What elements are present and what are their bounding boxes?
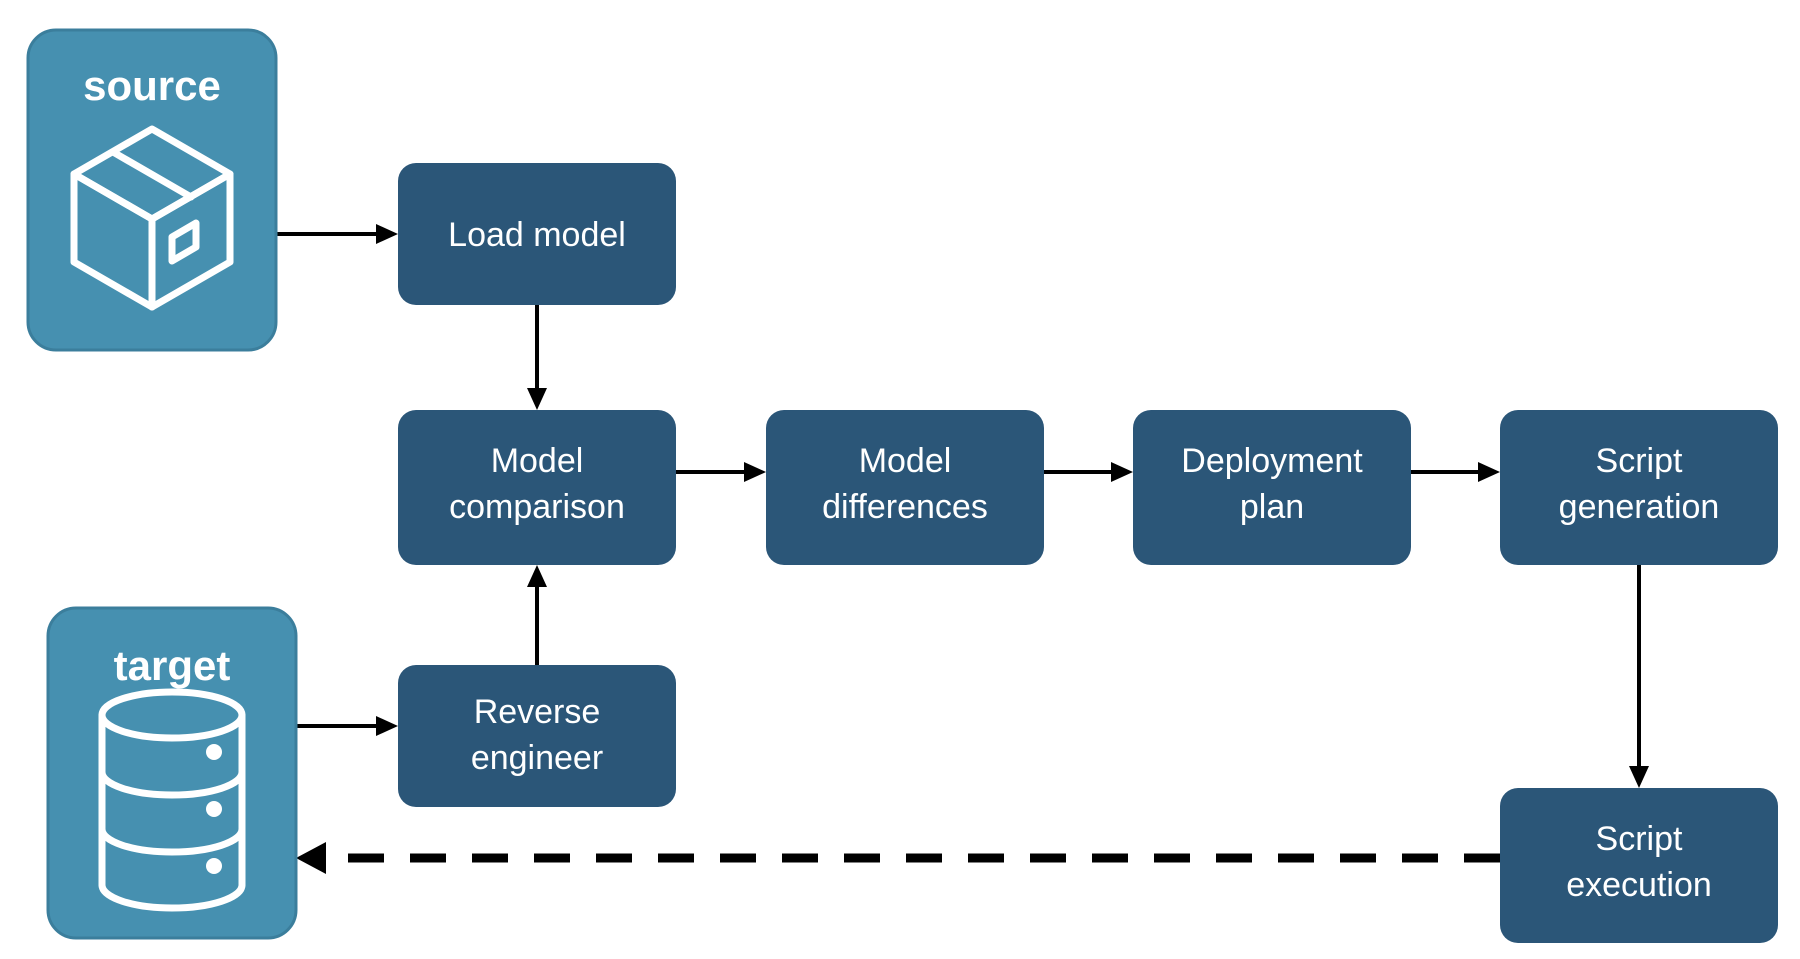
node-model-comparison[interactable]: Model comparison bbox=[398, 410, 676, 565]
connector-target-to-reverse-engineer bbox=[296, 716, 398, 736]
reverse-engineer-label-line1: Reverse bbox=[474, 693, 601, 731]
deployment-plan-label-line1: Deployment bbox=[1181, 442, 1363, 480]
model-differences-background bbox=[766, 410, 1044, 565]
deployment-plan-label-line2: plan bbox=[1240, 488, 1304, 526]
target-card-background bbox=[46, 606, 298, 940]
node-script-execution[interactable]: Script execution bbox=[1500, 788, 1778, 943]
script-execution-label-line1: Script bbox=[1596, 820, 1683, 858]
connector-deployment-plan-to-script-generation bbox=[1411, 462, 1500, 482]
load-model-label-line1: Load model bbox=[448, 216, 626, 254]
load-model-background bbox=[398, 163, 676, 305]
model-comparison-label-line1: Model bbox=[491, 442, 584, 480]
node-reverse-engineer[interactable]: Reverse engineer bbox=[398, 665, 676, 807]
connector-model-differences-to-deployment-plan bbox=[1044, 462, 1133, 482]
script-generation-background bbox=[1500, 410, 1778, 565]
model-differences-label-line1: Model bbox=[859, 442, 952, 480]
node-load-model[interactable]: Load model bbox=[398, 163, 676, 305]
target-label: target bbox=[114, 642, 231, 689]
database-cylinder-icon bbox=[98, 688, 246, 912]
source-label: source bbox=[83, 62, 221, 109]
connector-model-comparison-to-model-differences bbox=[676, 462, 766, 482]
database-dot-1 bbox=[206, 744, 222, 760]
connector-layer bbox=[276, 224, 1649, 874]
deployment-plan-background bbox=[1133, 410, 1411, 565]
reverse-engineer-background bbox=[398, 665, 676, 807]
node-target[interactable]: target bbox=[46, 606, 298, 940]
connector-reverse-engineer-to-model-comparison bbox=[527, 565, 547, 665]
connector-script-generation-to-script-execution bbox=[1629, 565, 1649, 788]
package-box-icon bbox=[70, 125, 234, 311]
model-differences-label-line2: differences bbox=[822, 488, 988, 526]
node-source[interactable]: source bbox=[26, 28, 278, 352]
node-model-differences[interactable]: Model differences bbox=[766, 410, 1044, 565]
database-dot-3 bbox=[206, 858, 222, 874]
node-deployment-plan[interactable]: Deployment plan bbox=[1133, 410, 1411, 565]
connector-source-to-load-model bbox=[276, 224, 398, 244]
connector-load-model-to-model-comparison bbox=[527, 305, 547, 410]
script-generation-label-line2: generation bbox=[1559, 488, 1720, 526]
script-generation-label-line1: Script bbox=[1596, 442, 1683, 480]
model-comparison-background bbox=[398, 410, 676, 565]
script-execution-label-line2: execution bbox=[1566, 866, 1712, 904]
connector-script-execution-to-target bbox=[296, 842, 1500, 874]
node-script-generation[interactable]: Script generation bbox=[1500, 410, 1778, 565]
database-dot-2 bbox=[206, 801, 222, 817]
reverse-engineer-label-line2: engineer bbox=[471, 739, 603, 777]
script-execution-background bbox=[1500, 788, 1778, 943]
model-comparison-label-line2: comparison bbox=[449, 488, 625, 526]
